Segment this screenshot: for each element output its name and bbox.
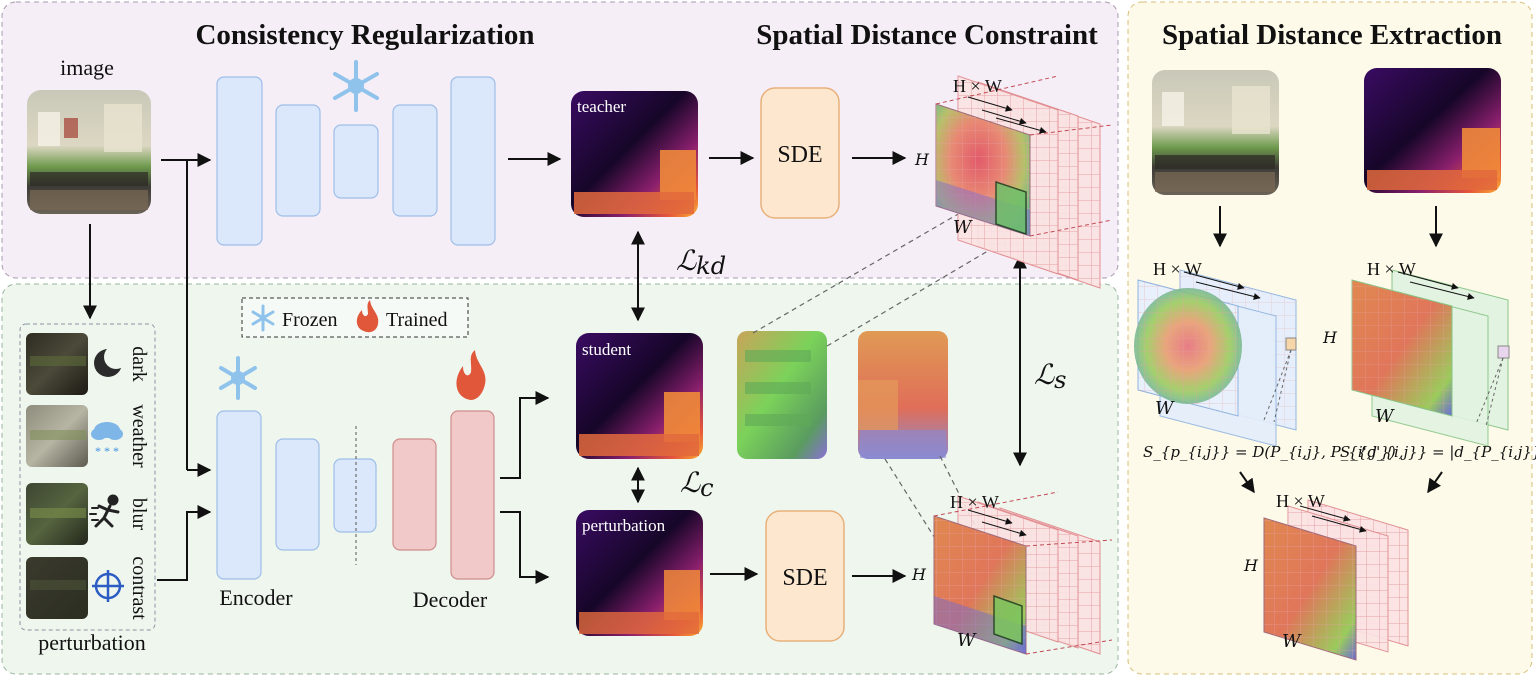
perturb-weather <box>26 405 88 467</box>
student-label: student <box>582 340 631 359</box>
combined-feature-grid <box>1263 499 1409 661</box>
loss-kd: ℒkd <box>676 244 726 280</box>
depth-grid-hw: H × W <box>1367 259 1416 279</box>
title-consistency: Consistency Regularization <box>195 19 534 51</box>
perturbation-feature-grid <box>933 491 1113 655</box>
perturb-dark <box>26 333 88 395</box>
contrast-icon <box>92 570 124 602</box>
perturbation-grid-h: H <box>911 565 927 584</box>
position-grid-hw: H × W <box>1153 259 1202 279</box>
formula-position: S_{p_{i,j}} = D(P_{i,j}, P_{i',j'}) <box>1143 443 1396 461</box>
teacher-grid-w: W <box>953 217 973 238</box>
formula-depth: S_{d_{i,j}} = |d_{P_{i,j}} − d_{P_{i',j'… <box>1340 443 1536 461</box>
sde-block-top <box>760 87 840 219</box>
sde-label-bottom: SDE <box>782 565 827 591</box>
decoder-output-arrows <box>500 391 550 584</box>
perturb-label-blur: blur <box>128 498 150 531</box>
perturbation-grid-w: W <box>957 630 977 651</box>
position-grid-w: W <box>1155 398 1175 419</box>
perturb-label-dark: dark <box>128 346 150 382</box>
teacher-feature-grid <box>935 75 1113 289</box>
teacher-depth-map <box>571 91 698 217</box>
perturbation-box <box>19 323 156 631</box>
student-patch-crop <box>737 331 827 459</box>
perturbation-depth-map <box>576 510 703 636</box>
teacher-network <box>216 76 496 246</box>
perturbation-patch-crop <box>858 331 948 459</box>
teacher-label: teacher <box>577 97 626 116</box>
depth-feature-grid <box>1351 269 1510 447</box>
moon-icon <box>94 345 128 377</box>
combined-grid-w: W <box>1282 631 1302 652</box>
legend-frozen: Frozen <box>282 309 338 331</box>
loss-s: ℒs <box>1034 358 1067 394</box>
perturbation-map-label: perturbation <box>582 516 666 535</box>
decoder-fire-icon <box>456 350 486 400</box>
merge-arrow-left <box>1239 471 1255 494</box>
perturb-label-weather: weather <box>128 404 150 468</box>
student-decoder <box>392 410 495 580</box>
legend-fire-icon <box>356 300 379 333</box>
student-encoder <box>216 410 377 580</box>
merge-arrow-right <box>1427 471 1443 494</box>
teacher-grid-hw: H × W <box>953 76 1002 96</box>
title-spatial-extraction: Spatial Distance Extraction <box>1162 19 1502 51</box>
perturbation-label: perturbation <box>38 630 146 655</box>
snowflake-icon <box>333 60 379 112</box>
snow-cloud-icon: * * * <box>91 422 123 458</box>
perturb-label-contrast: contrast <box>128 556 150 620</box>
depth-grid-w: W <box>1375 406 1395 427</box>
svg-text:* * *: * * * <box>95 444 119 458</box>
extraction-rgb-image <box>1152 70 1279 195</box>
legend-snowflake-icon <box>251 304 275 332</box>
input-image <box>27 90 151 214</box>
loss-arrows <box>631 230 1027 504</box>
legend-trained: Trained <box>386 309 447 331</box>
encoder-label: Encoder <box>219 585 293 610</box>
sde-block-bottom <box>765 510 845 642</box>
teacher-grid-h: H <box>914 150 930 169</box>
student-depth-map <box>576 333 703 459</box>
decoder-label: Decoder <box>413 587 488 612</box>
perturb-blur <box>26 483 88 545</box>
running-person-icon <box>89 494 120 528</box>
sde-label-top: SDE <box>777 142 822 168</box>
image-label: image <box>60 55 114 80</box>
extraction-depth-image <box>1364 68 1501 193</box>
encoder-snowflake-icon <box>219 356 257 400</box>
depth-grid-h: H <box>1322 328 1338 347</box>
perturb-contrast <box>26 557 88 619</box>
combined-grid-hw: H × W <box>1276 491 1325 511</box>
combined-grid-h: H <box>1243 556 1259 575</box>
input-arrows <box>83 153 212 581</box>
title-spatial-constraint: Spatial Distance Constraint <box>756 19 1098 51</box>
loss-c: ℒc <box>680 466 714 502</box>
legend-box <box>241 297 469 338</box>
perturbation-grid-hw: H × W <box>950 492 999 512</box>
position-feature-grid <box>1134 269 1297 447</box>
